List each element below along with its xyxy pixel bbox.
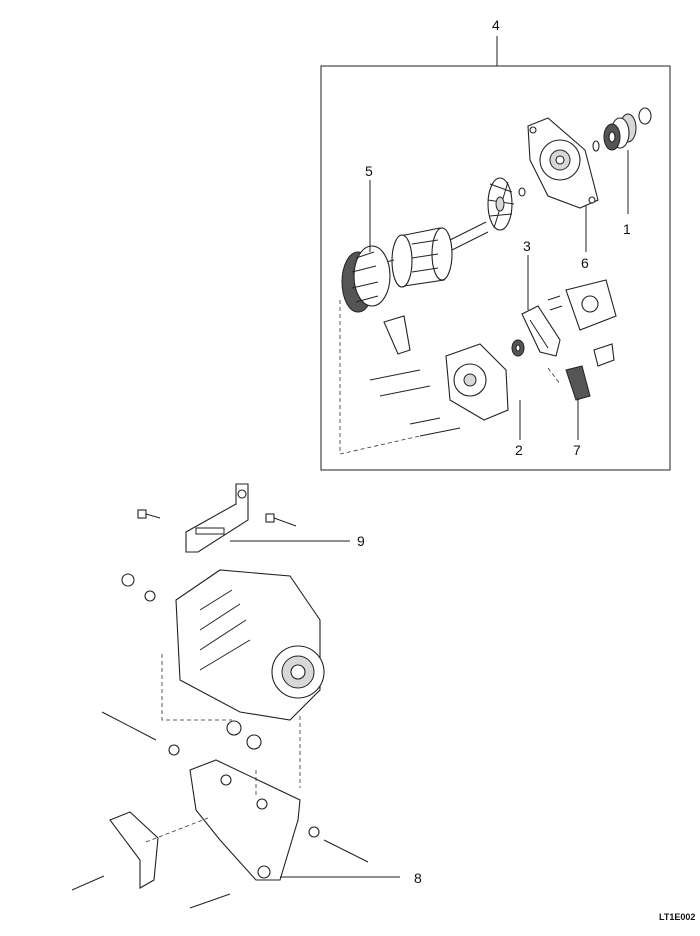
part-2-bearing bbox=[511, 339, 525, 440]
through-bolts bbox=[369, 369, 461, 437]
part-9-bracket bbox=[137, 483, 350, 553]
lower-dashed-guides bbox=[145, 654, 301, 843]
callout-7: 7 bbox=[573, 442, 581, 458]
rear-housing bbox=[383, 315, 509, 421]
callout-4: 4 bbox=[492, 17, 500, 33]
callout-8: 8 bbox=[414, 870, 422, 886]
callout-6: 6 bbox=[581, 255, 589, 271]
callout-9: 9 bbox=[357, 533, 365, 549]
callout-1: 1 bbox=[623, 221, 631, 237]
exploded-view-frame bbox=[320, 36, 671, 471]
part-3-brush-holder bbox=[521, 255, 617, 357]
callout-3: 3 bbox=[523, 238, 531, 254]
part-8-mount-bracket bbox=[189, 759, 400, 881]
cooling-fan bbox=[487, 177, 526, 231]
part-1-pulley bbox=[603, 107, 652, 214]
exploded-dashed-leaders bbox=[339, 300, 561, 455]
part-6-front-housing bbox=[527, 117, 600, 252]
callout-5: 5 bbox=[365, 163, 373, 179]
figure-code: LT1E002 bbox=[659, 912, 696, 922]
lower-fasteners bbox=[71, 711, 369, 909]
rotor-assembly bbox=[385, 221, 489, 288]
alternator-assembled bbox=[121, 569, 325, 750]
part-5-stator bbox=[341, 180, 391, 313]
part-7-regulator bbox=[565, 343, 615, 440]
callout-2: 2 bbox=[515, 442, 523, 458]
